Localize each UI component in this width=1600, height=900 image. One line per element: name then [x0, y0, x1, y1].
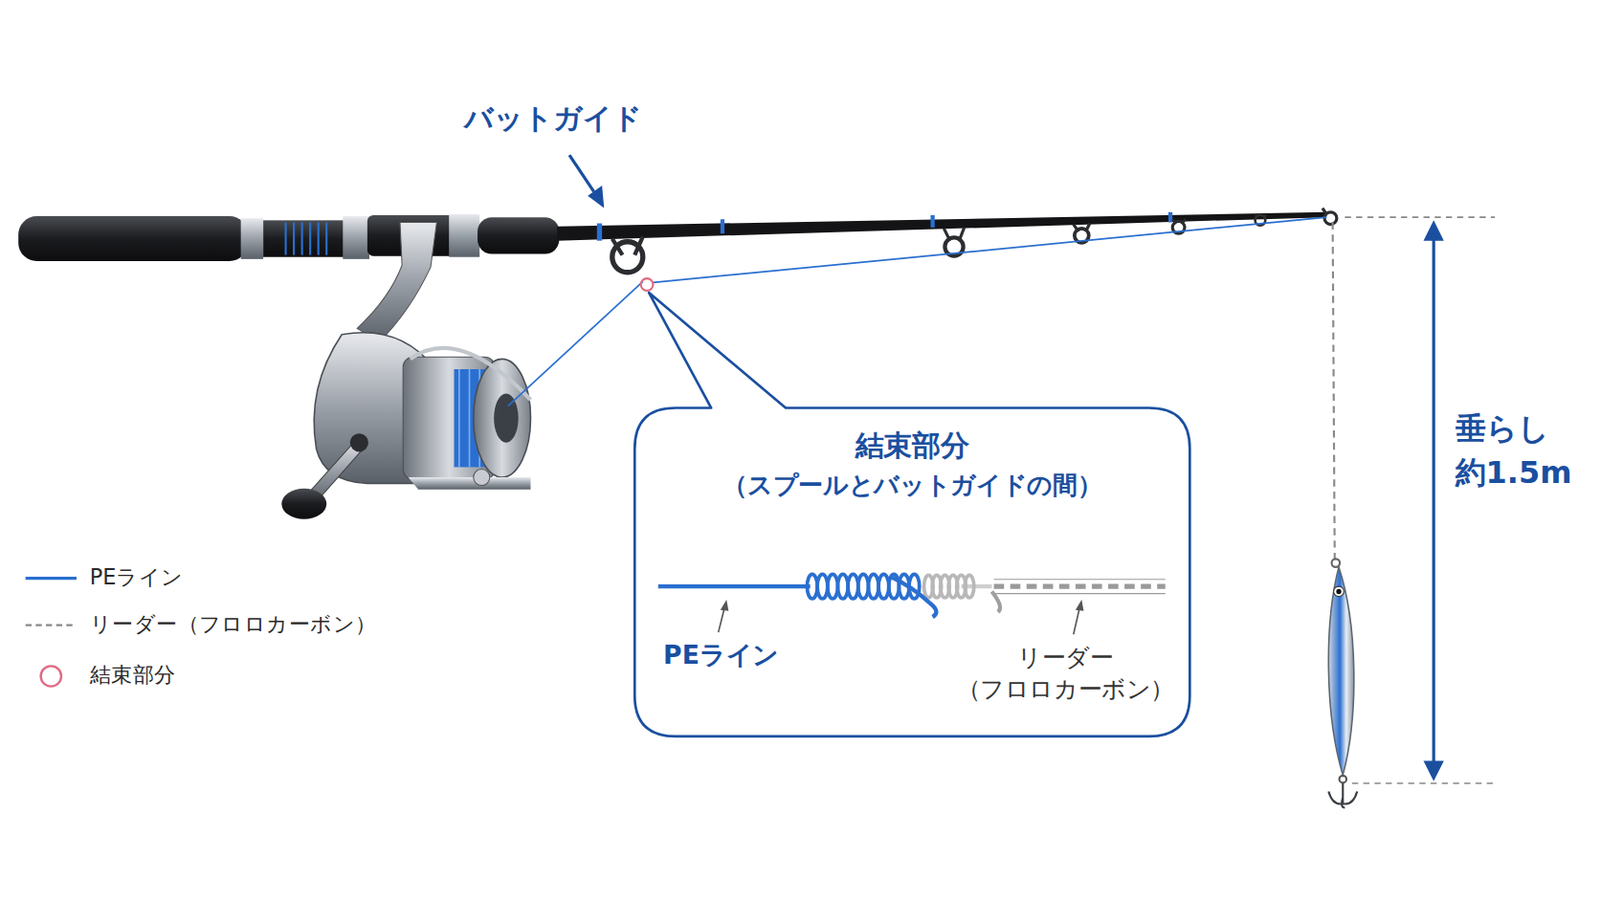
legend-text: リーダー（フロロカーボン）: [89, 610, 378, 641]
legend-circle-sample: [41, 666, 62, 687]
leader-label: リーダー （フロロカーボン）: [949, 643, 1182, 707]
bubble-shape: [634, 292, 1190, 737]
pe-line-label: PEライン: [663, 639, 827, 674]
knot-leader-dash: [994, 583, 1166, 589]
knot-coil: [964, 575, 975, 598]
legend-text: 結束部分: [89, 661, 177, 691]
callout-subheading: （スプールとバットガイドの間）: [634, 469, 1190, 504]
knot-leader-edge: [994, 578, 1166, 580]
knot-tag: [991, 591, 1000, 612]
pointer-arrow: [718, 608, 725, 634]
dimension-label: 垂らし 約1.5m: [1455, 405, 1595, 495]
pointer-arrow: [1073, 608, 1080, 636]
knot-tag: [889, 576, 937, 618]
knot-pe: [658, 584, 811, 589]
pointer-arrowhead: [1075, 600, 1085, 612]
legend-line-sample: [25, 577, 77, 580]
legend-text: PEライン: [89, 563, 184, 594]
part-label: バットガイド: [464, 98, 648, 140]
legend-dash-sample: [25, 624, 77, 627]
callout-heading: 結束部分: [634, 426, 1190, 466]
knot-leader-edge: [994, 593, 1166, 595]
callout-bubble: 結束部分（スプールとバットガイドの間） PEライン リーダー （フロロカーボン）: [634, 408, 1190, 737]
pointer-arrowhead: [720, 600, 730, 612]
